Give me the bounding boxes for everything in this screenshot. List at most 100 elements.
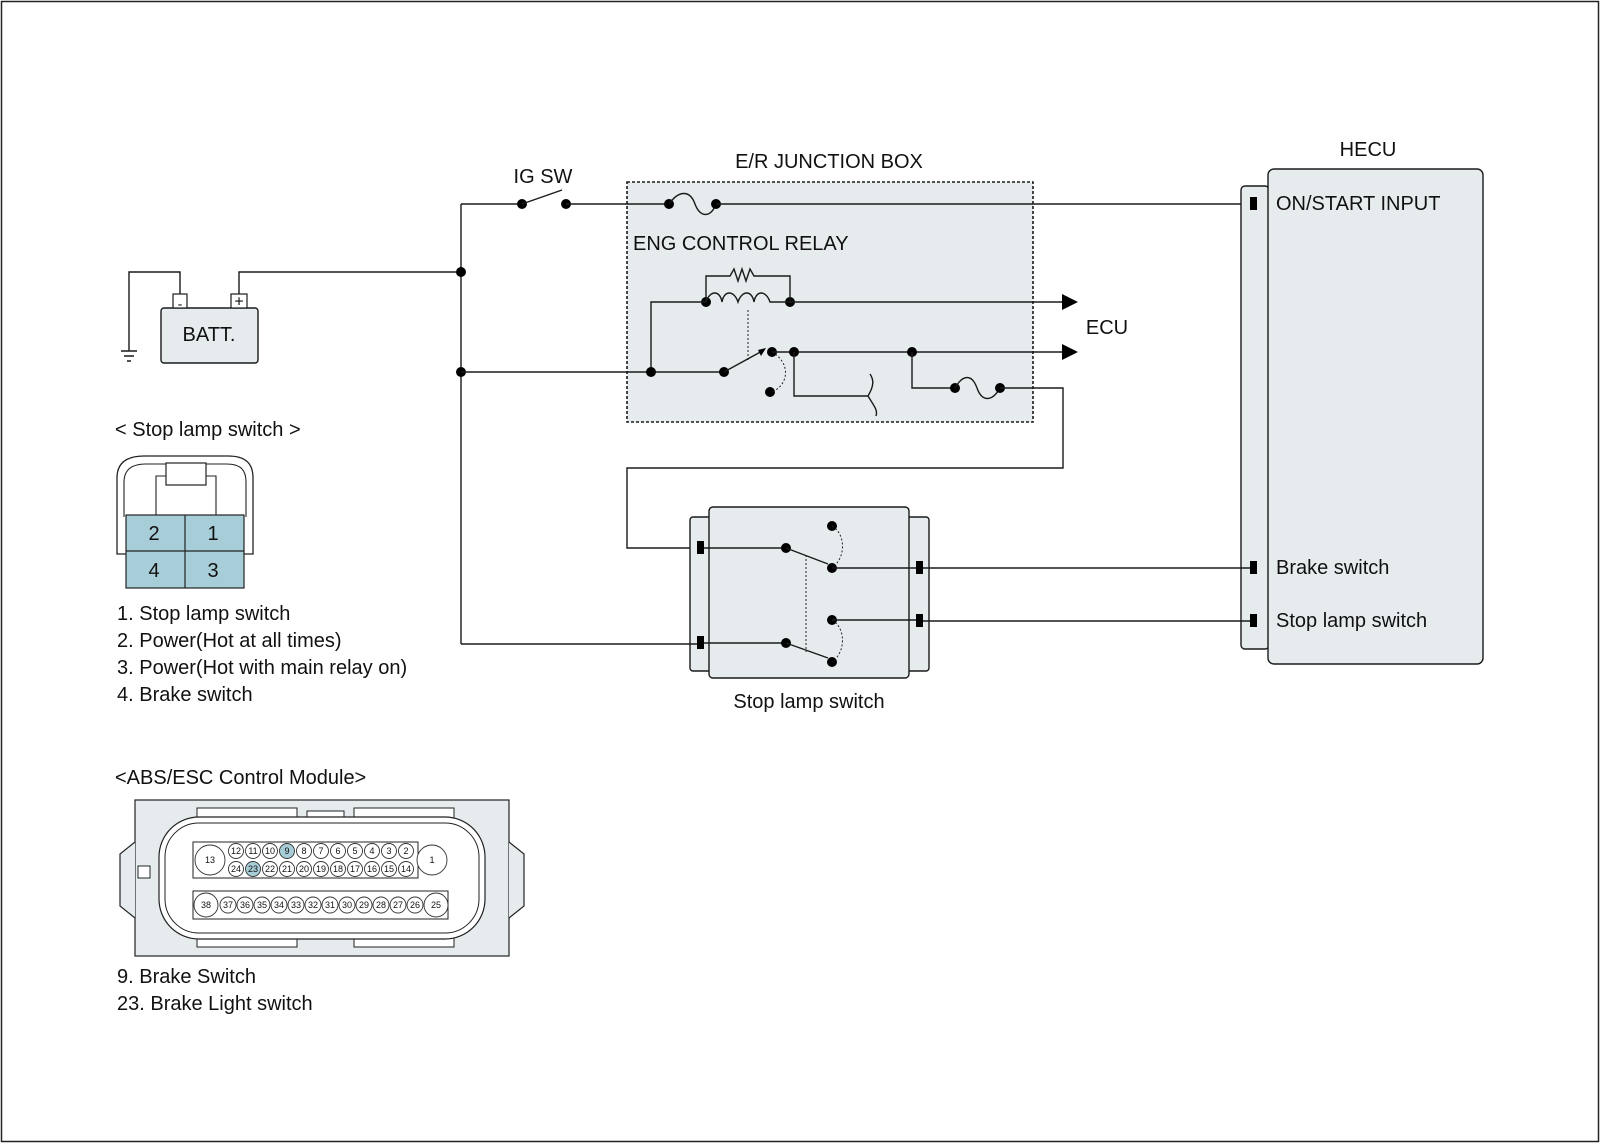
abs-pin-number: 35 bbox=[257, 900, 267, 910]
abs-pin bbox=[279, 843, 295, 859]
battery-label: BATT. bbox=[183, 324, 236, 346]
abs-pin bbox=[245, 843, 261, 859]
abs-pin-number: 27 bbox=[393, 900, 403, 910]
abs-pin bbox=[398, 861, 414, 877]
legend-item: 2. Power(Hot at all times) bbox=[117, 630, 342, 652]
ground-icon bbox=[121, 350, 137, 362]
abs-pin-number: 6 bbox=[335, 846, 340, 856]
abs-pin bbox=[389, 896, 407, 914]
abs-pin bbox=[228, 861, 244, 877]
abs-pin bbox=[193, 892, 219, 918]
relay-resistor-icon bbox=[705, 266, 791, 302]
stop-lamp-switch-caption: Stop lamp switch bbox=[733, 691, 884, 713]
relay-coil-icon bbox=[705, 292, 790, 305]
abs-pin bbox=[330, 861, 346, 877]
legend-item: 9. Brake Switch bbox=[117, 966, 256, 988]
abs-pin-number: 36 bbox=[240, 900, 250, 910]
abs-pin bbox=[355, 896, 373, 914]
abs-pin-number: 33 bbox=[291, 900, 301, 910]
abs-pin-number: 10 bbox=[265, 846, 275, 856]
abs-pin-number: 11 bbox=[248, 846, 257, 856]
abs-pin bbox=[364, 843, 380, 859]
abs-pin-number: 7 bbox=[318, 846, 323, 856]
abs-pin-number: 26 bbox=[410, 900, 420, 910]
stop-lamp-connector-title: < Stop lamp switch > bbox=[115, 419, 301, 441]
ecu-label: ECU bbox=[1086, 317, 1128, 339]
abs-pin-number: 2 bbox=[403, 846, 408, 856]
legend-item: 4. Brake switch bbox=[117, 684, 253, 706]
abs-pin bbox=[304, 896, 322, 914]
abs-pin bbox=[381, 843, 397, 859]
abs-pin bbox=[381, 861, 397, 877]
abs-pin-number: 9 bbox=[284, 846, 289, 856]
abs-pin-number: 3 bbox=[386, 846, 391, 856]
abs-pin bbox=[219, 896, 237, 914]
abs-pin-number: 37 bbox=[223, 900, 233, 910]
abs-pin-number: 4 bbox=[369, 846, 374, 856]
connector-pin-2: 2 bbox=[148, 523, 159, 545]
ig-sw-label: IG SW bbox=[514, 166, 573, 188]
abs-pin-number: 18 bbox=[333, 864, 343, 874]
abs-pin bbox=[338, 896, 356, 914]
abs-pin-number: 34 bbox=[274, 900, 284, 910]
abs-pin-number: 29 bbox=[359, 900, 369, 910]
battery-plus-label: + bbox=[234, 294, 243, 311]
abs-pin bbox=[416, 844, 448, 876]
abs-pin bbox=[279, 861, 295, 877]
abs-pin-number: 14 bbox=[401, 864, 411, 874]
abs-pin-number: 19 bbox=[316, 864, 326, 874]
abs-pin-number: 13 bbox=[205, 855, 215, 865]
legend-item: 23. Brake Light switch bbox=[117, 993, 313, 1015]
abs-pin bbox=[406, 896, 424, 914]
stop-lamp-switch-terminal-label: Stop lamp switch bbox=[1276, 610, 1427, 632]
junction-box: E/R JUNCTION BOX ENG CONTROL RELAY bbox=[461, 151, 1250, 549]
abs-pin-number: 12 bbox=[231, 846, 241, 856]
abs-pin-number: 1 bbox=[429, 855, 434, 865]
abs-pin bbox=[330, 843, 346, 859]
battery-minus-label: - bbox=[178, 296, 183, 312]
stop-lamp-connector: < Stop lamp switch > 2 1 4 3 bbox=[115, 419, 301, 589]
abs-pin-number: 16 bbox=[367, 864, 377, 874]
abs-pin bbox=[236, 896, 254, 914]
abs-pin bbox=[372, 896, 390, 914]
abs-pin bbox=[253, 896, 271, 914]
abs-pin-number: 25 bbox=[431, 900, 441, 910]
battery: - + BATT. bbox=[121, 271, 461, 364]
abs-pin-number: 15 bbox=[384, 864, 394, 874]
fuse-icon bbox=[954, 376, 1001, 400]
abs-pin-number: 38 bbox=[201, 900, 211, 910]
abs-pin bbox=[194, 844, 226, 876]
hecu-module: HECU ON/START INPUT Brake switch Stop la… bbox=[1240, 139, 1484, 665]
abs-pin bbox=[296, 843, 312, 859]
abs-pin-number: 22 bbox=[265, 864, 275, 874]
fuse-icon bbox=[668, 192, 717, 216]
connector-pin-1: 1 bbox=[207, 523, 218, 545]
abs-pin bbox=[347, 861, 363, 877]
abs-pin bbox=[262, 843, 278, 859]
legend-item: 3. Power(Hot with main relay on) bbox=[117, 657, 407, 679]
abs-pin-number: 23 bbox=[248, 864, 258, 874]
abs-pin-number: 21 bbox=[282, 864, 292, 874]
abs-pin bbox=[398, 843, 414, 859]
hecu-label: HECU bbox=[1340, 139, 1397, 161]
abs-pin-number: 32 bbox=[308, 900, 318, 910]
abs-pin-number: 30 bbox=[342, 900, 352, 910]
abs-pin bbox=[287, 896, 305, 914]
abs-connector-title: <ABS/ESC Control Module> bbox=[115, 767, 366, 789]
abs-pin-number: 20 bbox=[299, 864, 309, 874]
abs-pin-number: 17 bbox=[350, 864, 360, 874]
abs-pin-number: 24 bbox=[231, 864, 241, 874]
abs-pin bbox=[270, 896, 288, 914]
abs-pin-number: 8 bbox=[301, 846, 306, 856]
abs-pin bbox=[364, 861, 380, 877]
abs-pin-number: 28 bbox=[376, 900, 386, 910]
abs-pin bbox=[347, 843, 363, 859]
junction-box-label: E/R JUNCTION BOX bbox=[735, 151, 923, 173]
abs-pin-number: 5 bbox=[352, 846, 357, 856]
abs-pin bbox=[296, 861, 312, 877]
abs-pin bbox=[423, 892, 449, 918]
